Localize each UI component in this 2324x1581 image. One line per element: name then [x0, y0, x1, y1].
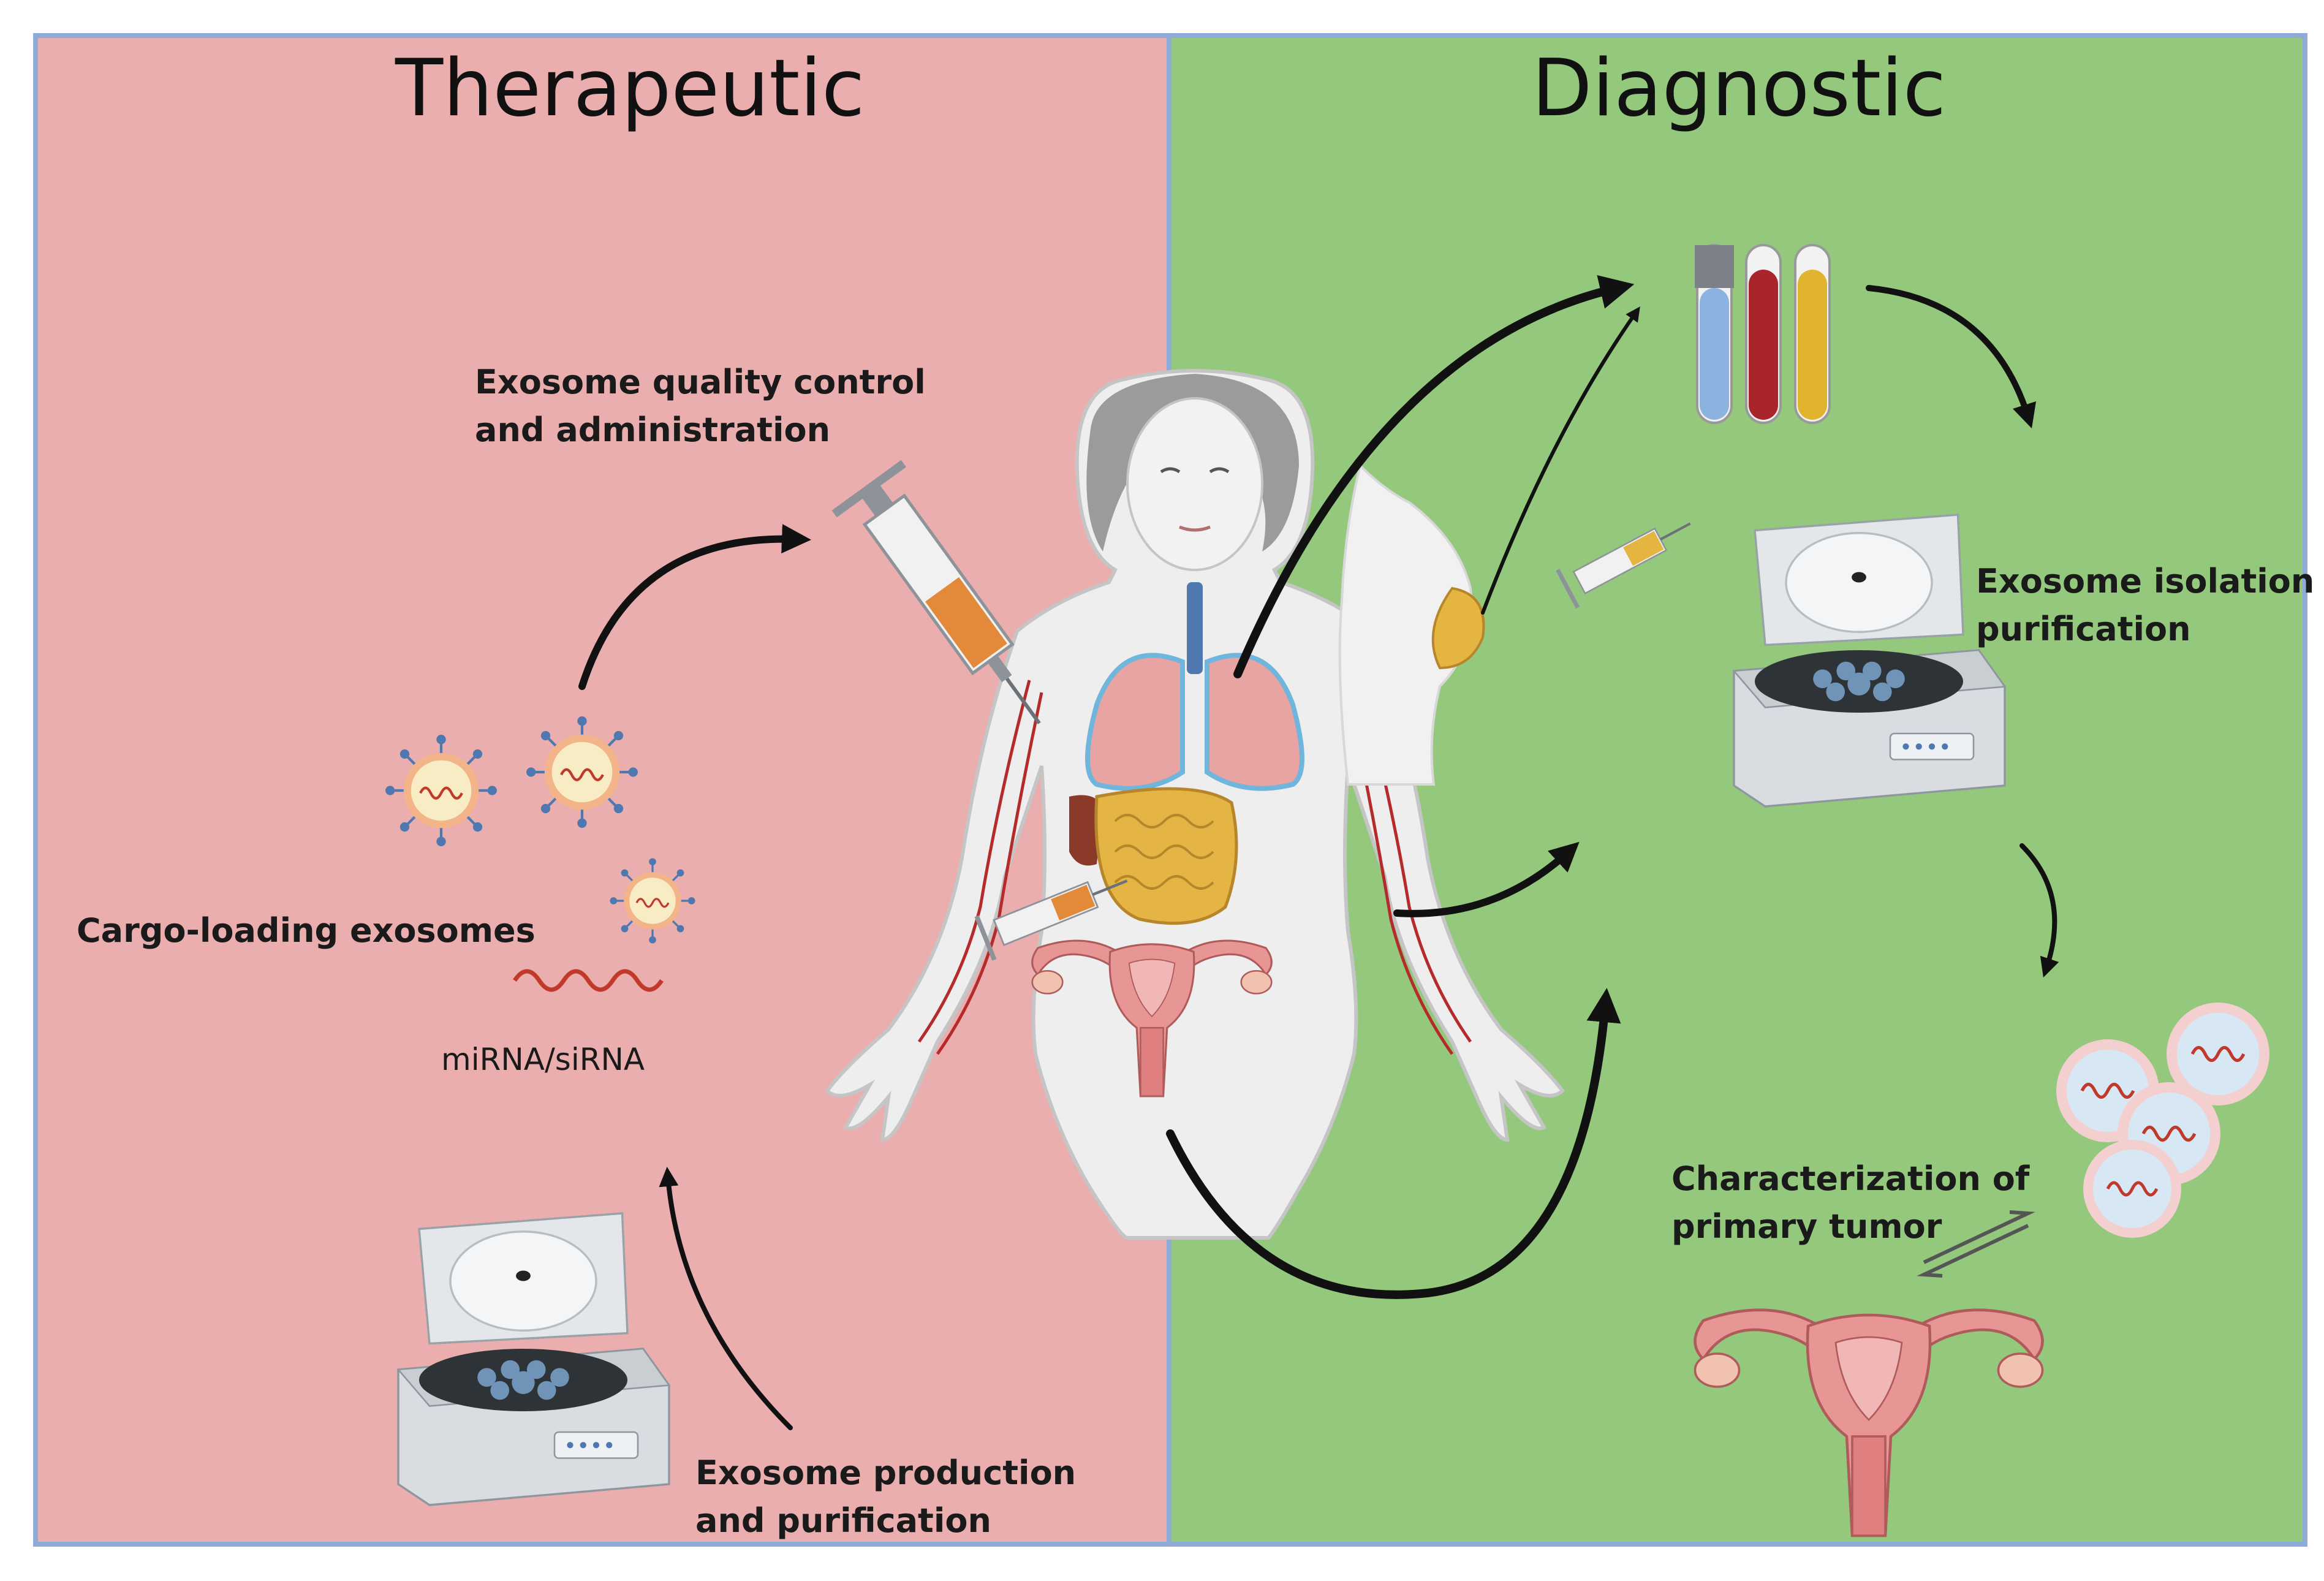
- isolation-line-1: Exosome isolation: [1976, 562, 2315, 601]
- quality-control-label: Exosome quality control and administrati…: [475, 358, 926, 454]
- isolation-label: Exosome isolation purification: [1976, 558, 2314, 653]
- exosome-icon: [526, 716, 638, 828]
- exosome-icon: [608, 857, 697, 945]
- rna-label: miRNA/siRNA: [441, 1042, 645, 1077]
- quality-control-line-1: Exosome quality control: [475, 363, 926, 401]
- blood-tube-icon: [1745, 244, 1782, 424]
- production-line-1: Exosome production: [695, 1454, 1077, 1492]
- curved-arrow-icon: [578, 275, 2059, 1430]
- rna-strand-icon: [513, 969, 664, 992]
- tumor-exosome-icon: [2056, 1003, 2269, 1238]
- human-body-icon: [1338, 463, 1485, 786]
- characterization-line-2: primary tumor: [1671, 1207, 1942, 1246]
- syringe-icon: [831, 460, 1041, 725]
- production-label: Exosome production and purification: [695, 1449, 1076, 1545]
- cargo-loading-label: Cargo-loading exosomes: [77, 911, 536, 950]
- syringe-icon: [974, 879, 1128, 961]
- lungs-icon: [1085, 653, 1304, 791]
- isolation-line-2: purification: [1976, 610, 2191, 648]
- intestine-icon: [1094, 787, 1238, 925]
- characterization-line-1: Characterization of: [1671, 1159, 2030, 1198]
- characterization-label: Characterization of primary tumor: [1671, 1155, 2029, 1251]
- exosome-icon: [385, 735, 497, 846]
- trachea-icon: [1187, 582, 1203, 674]
- quality-control-line-2: and administration: [475, 411, 831, 449]
- blood-tube-icon: [1695, 244, 1734, 424]
- liver-icon: [1069, 795, 1103, 866]
- equilibrium-arrows-icon: [1917, 1210, 2035, 1278]
- diagnostic-title: Diagnostic: [1532, 43, 1947, 134]
- therapeutic-title: Therapeutic: [395, 43, 865, 134]
- syringe-icon: [1556, 522, 1691, 609]
- blood-tube-icon: [1794, 244, 1831, 424]
- production-line-2: and purification: [695, 1501, 991, 1540]
